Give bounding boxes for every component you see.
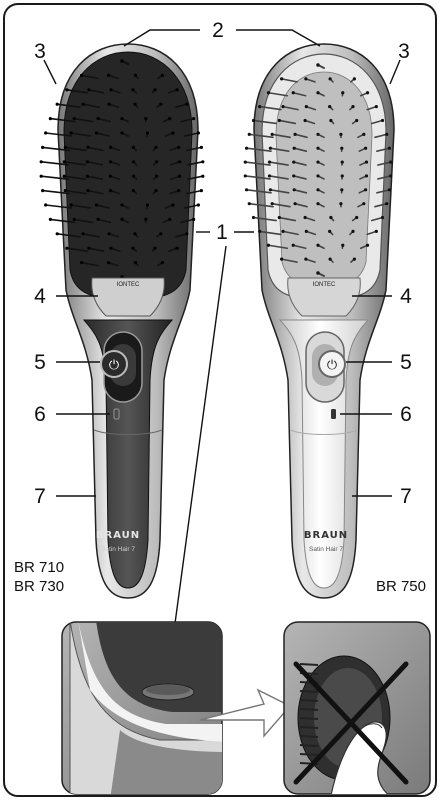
model-left-line2: BR 730 [14,578,64,595]
label-3-right: 3 [398,40,410,63]
label-7-right: 7 [400,485,412,508]
detail-panel-right [284,622,430,800]
dark-iontec-label: IONTEC [117,282,140,288]
label-5-right: 5 [400,351,412,374]
leader-3-left [44,60,56,84]
label-4-left: 4 [34,285,46,308]
label-7-left: 7 [34,485,46,508]
label-1: 1 [216,221,228,244]
label-3-left: 3 [34,40,46,63]
model-left-line1: BR 710 [14,559,64,576]
model-right: BR 750 [376,578,426,595]
light-brush: IONTEC ⏻ BRAUN Satin Hair 7 [244,44,394,598]
dark-brand-logo: BRAUN [96,530,140,541]
leader-3-right [390,60,400,84]
detail-panel-left [62,620,230,800]
label-6-right: 6 [400,403,412,426]
label-4-right: 4 [400,285,412,308]
light-model-line: Satin Hair 7 [309,546,343,553]
label-6-left: 6 [34,403,46,426]
power-icon: ⏻ [327,357,337,372]
dark-model-line: Satin Hair 7 [101,546,135,553]
light-led [331,409,336,419]
label-5-left: 5 [34,351,46,374]
power-icon: ⏻ [109,357,119,372]
label-2: 2 [212,19,224,42]
leader-2-right [236,30,320,46]
light-iontec-label: IONTEC [313,282,336,288]
light-brand-logo: BRAUN [304,530,348,541]
dark-brush: IONTEC ⏻ BRAUN Satin Hair 7 [40,44,205,598]
